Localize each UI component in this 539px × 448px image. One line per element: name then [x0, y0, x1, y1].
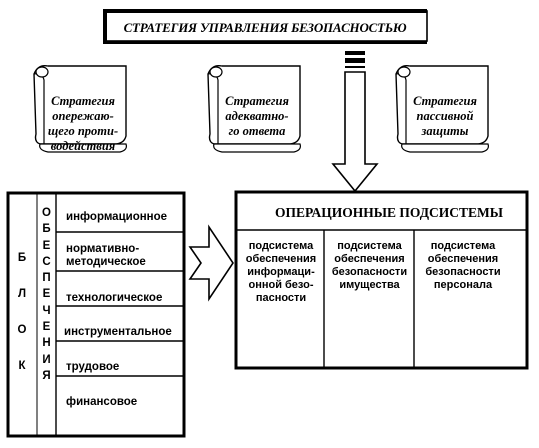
strategy-title: СТРАТЕГИЯ УПРАВЛЕНИЯ БЕЗОПАСНОСТЬЮ — [123, 20, 407, 35]
strategy-3-line-2: пассивной — [416, 109, 474, 123]
vword1-letter: О — [17, 324, 27, 336]
row-label-line: финансовое — [66, 396, 138, 408]
vword2-letter: О — [42, 207, 51, 219]
vword2-letter: Е — [42, 288, 51, 301]
support-table — [6, 191, 186, 438]
subsystem-line: персонала — [433, 279, 493, 291]
subsystem-line: пасности — [255, 292, 307, 304]
vertical-word-obespecheniya: О Б Е С П Е Ч Е Н И Я — [38, 205, 55, 384]
row-label-line: трудовое — [66, 361, 120, 373]
subsystem-line: безопасности — [425, 266, 501, 278]
vword2-letter: П — [42, 272, 51, 285]
subsystem-line: безопасности — [331, 266, 408, 278]
row-label-instrumental: инструментальное — [64, 326, 172, 339]
operational-box — [234, 190, 529, 370]
down-arrow — [331, 71, 379, 193]
row-label-financial: финансовое — [66, 396, 137, 409]
vword2-letter: И — [42, 353, 51, 366]
subsystem-property: подсистема обеспечения безопасности имущ… — [326, 240, 413, 292]
row-label-line: информационное — [66, 211, 168, 223]
subsystem-line: подсистема — [248, 240, 314, 252]
vword2-letter: Б — [42, 223, 51, 236]
strategy-2-text: Стратегия адекватно- го ответа — [215, 94, 299, 139]
strategy-2-line-1: Стратегия — [225, 94, 289, 108]
down-connector — [345, 51, 365, 68]
strategy-1-text: Стратегия опережаю- щего проти- водейств… — [41, 94, 125, 154]
subsystem-line: подсистема — [430, 240, 496, 252]
strategy-1-line-1: Стратегия — [51, 94, 115, 108]
row-label-line: методическое — [66, 256, 146, 268]
vword1-letter: К — [18, 360, 26, 372]
strategy-2-line-3: го ответа — [228, 124, 286, 138]
subsystem-line: подсистема — [337, 240, 402, 252]
vword2-letter: Я — [42, 369, 51, 382]
vword2-letter: Е — [42, 239, 51, 252]
subsystem-line: имущества — [339, 279, 400, 291]
strategy-1-line-2: опережаю- — [52, 109, 114, 123]
vertical-word-blok: Б Л О К — [14, 240, 30, 384]
vword1-letter: Л — [17, 288, 27, 300]
row-label-line: инструментальное — [64, 326, 172, 338]
strategy-2-line-2: адекватно- — [225, 109, 289, 123]
right-arrow — [188, 224, 234, 302]
vword2-letter: Ч — [42, 304, 51, 317]
subsystem-line: обеспечения — [245, 253, 317, 265]
vword1-letter: Б — [17, 252, 27, 264]
vword2-letter: Н — [42, 337, 51, 350]
subsystem-line: обеспечения — [334, 253, 405, 265]
subsystem-line: обеспечения — [427, 253, 499, 265]
row-label-technological: технологическое — [66, 292, 162, 305]
subsystem-personnel: подсистема обеспечения безопасности перс… — [417, 240, 509, 292]
subsystem-line: онной безо- — [248, 279, 314, 291]
row-label-informational: информационное — [66, 211, 167, 224]
strategy-1-line-4: водействия — [50, 139, 116, 153]
row-label-labor: трудовое — [66, 361, 119, 374]
title-frame — [103, 9, 428, 44]
vword2-letter: Е — [42, 321, 51, 334]
subsystem-information: подсистема обеспечения информаци- онной … — [239, 240, 323, 305]
row-label-line: технологическое — [66, 292, 163, 304]
strategy-3-text: Стратегия пассивной защиты — [403, 94, 487, 139]
strategy-3-line-3: защиты — [421, 124, 469, 138]
row-label-normative: нормативно- методическое — [66, 243, 146, 269]
strategy-1-line-3: щего проти- — [47, 124, 119, 138]
strategy-3-line-1: Стратегия — [413, 94, 477, 108]
row-label-line: нормативно- — [66, 243, 140, 255]
operational-title: ОПЕРАЦИОННЫЕ ПОДСИСТЕМЫ — [275, 205, 504, 220]
vword2-letter: С — [42, 255, 51, 268]
subsystem-line: информаци- — [247, 266, 315, 278]
